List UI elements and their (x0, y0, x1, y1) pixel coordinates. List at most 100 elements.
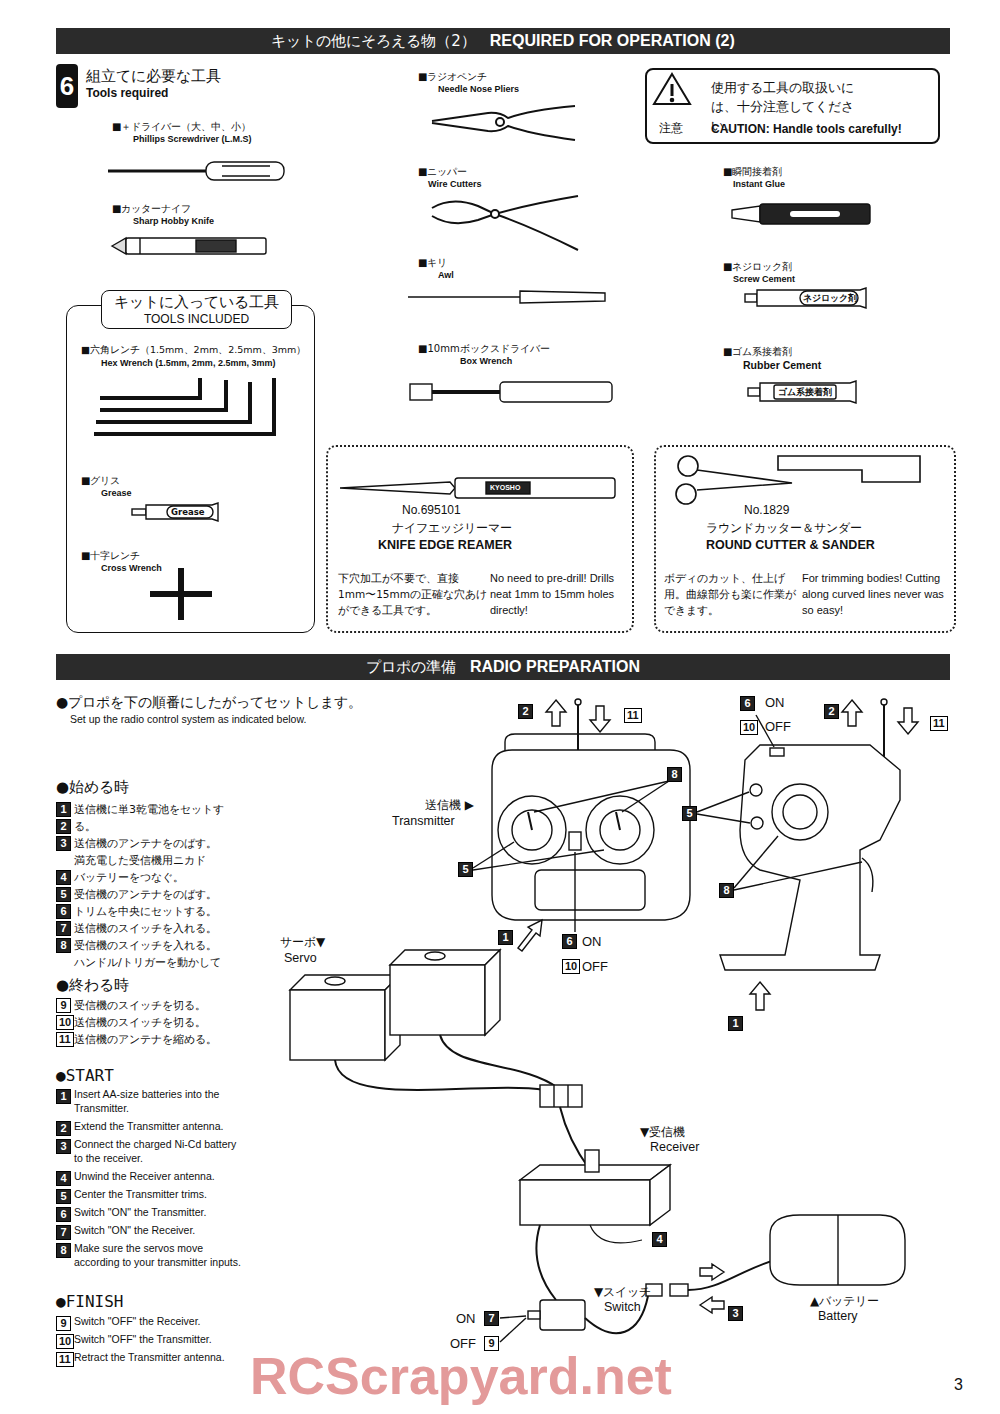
switch-battery-drawing (670, 1284, 688, 1296)
text-label: ▼スイッチ (594, 1284, 651, 1301)
tools-included-panel: ■六角レンチ（1.5mm、2mm、2.5mm、3mm）Hex Wrench (1… (66, 305, 315, 633)
text-label: ●始める時 (56, 778, 129, 797)
callout-number: 10 (740, 720, 758, 735)
cross-wrench-drawing (178, 568, 184, 620)
wire-cutters-drawing (432, 196, 578, 250)
hobby-knife-drawing (126, 238, 266, 254)
callout-number: 7 (56, 921, 71, 936)
transmitter-stick-drawing (546, 700, 566, 726)
screw-cement-tube-drawing (757, 288, 866, 308)
callout-number: 6 (562, 934, 577, 949)
caution-triangle (670, 98, 673, 101)
servo-drawing (440, 1035, 558, 1088)
text-label: OFF (450, 1336, 476, 1351)
callout-number: 8 (56, 938, 71, 953)
transmitter-wheel-drawing (783, 795, 817, 829)
callout-number: 2 (56, 819, 71, 834)
servo-drawing (553, 1085, 554, 1107)
transmitter-wheel-drawing (883, 704, 885, 758)
servo-drawing (290, 950, 590, 1170)
node-text: 下穴加工が不要で、直接1mm〜15mmの正確な穴あけができる工具です。 (338, 570, 488, 618)
receiver-drawing (520, 1180, 650, 1225)
section-band: プロポの準備RADIO PREPARATION (56, 654, 950, 680)
node-text: ROUND CUTTER & SANDER (706, 538, 875, 552)
callout-number: 4 (56, 1171, 71, 1186)
transmitter-stick-drawing (498, 796, 566, 864)
transmitter-wheel-drawing (898, 708, 918, 734)
caution-triangle (654, 74, 690, 104)
node-text: ラウンドカッター＆サンダー (706, 520, 862, 537)
screwdriver-drawing (206, 162, 284, 180)
callout-number: 5 (682, 806, 697, 821)
needle-nose-pliers-drawing (496, 118, 504, 126)
text-label: Sharp Hobby Knife (133, 216, 214, 226)
transmitter-stick-drawing (535, 870, 645, 910)
text-label: トリムを中央にセットする。 (74, 904, 217, 919)
callout-number: 8 (667, 767, 682, 782)
awl-drawing (408, 296, 520, 298)
text-label: ●終わる時 (56, 976, 129, 995)
callout-number: 11 (56, 1032, 74, 1047)
transmitter-wheel-drawing (697, 699, 918, 1010)
callout-number: 1 (56, 1089, 71, 1104)
hobby-knife-drawing (139, 238, 140, 254)
text-label: ■10mmボックスドライバー (418, 342, 550, 356)
switch-battery-drawing (500, 1316, 526, 1318)
transmitter-wheel-drawing (734, 862, 862, 890)
node-text: KNIFE EDGE REAMER (378, 538, 512, 552)
node-text: ■グリス (81, 474, 120, 488)
callout-number: 6 (56, 904, 71, 919)
callout-number: 3 (728, 1306, 743, 1321)
screw-cement-tube-drawing (745, 294, 757, 302)
callout-number: 4 (56, 870, 71, 885)
product-box: No.695101ナイフエッジリーマーKNIFE EDGE REAMER下穴加工… (326, 445, 634, 633)
node-text: ■十字レンチ (81, 549, 140, 563)
text-label: Unwind the Receiver antenna. (74, 1169, 242, 1183)
text-label: Instant Glue (733, 179, 785, 189)
text-label: ●START (56, 1066, 114, 1085)
reamer-drawing (340, 482, 455, 494)
instant-glue-drawing (732, 206, 760, 222)
caution-box: 注意使用する工具の取扱いには、十分注意してください。CAUTION: Handl… (645, 68, 940, 144)
text-label: Switch "ON" the Receiver. (74, 1223, 242, 1237)
callout-number: 10 (56, 1334, 74, 1349)
callout-number: 5 (56, 887, 71, 902)
servo-drawing (390, 965, 485, 1035)
screw-cement-tube-drawing (800, 291, 858, 305)
instant-glue-drawing (732, 204, 870, 224)
awl-drawing (520, 291, 605, 303)
text-label: Switch (604, 1300, 641, 1314)
hex-wrench-drawing (94, 378, 274, 434)
text-label: 組立てに必要な工具 (86, 67, 221, 86)
transmitter-stick-drawing (473, 850, 604, 870)
text-label: Center the Transmitter trims. (74, 1187, 242, 1201)
node-text: CAUTION: Handle tools carefully! (711, 122, 902, 136)
text-label: ■ゴム系接着剤 (723, 345, 792, 359)
servo-drawing (425, 952, 445, 960)
text-label: ■瞬間接着剤 (723, 165, 782, 179)
callout-number: 8 (719, 883, 734, 898)
text-label: OFF (582, 959, 608, 974)
transmitter-stick-drawing (534, 781, 669, 812)
text-label: サーボ▼ (280, 934, 325, 951)
transmitter-stick-drawing (622, 781, 669, 812)
rubber-cement-tube-drawing (748, 388, 760, 396)
box-wrench-drawing (432, 390, 500, 394)
text-label: ON (765, 695, 785, 710)
awl-drawing (408, 291, 605, 303)
text-label: Screw Cement (733, 274, 795, 284)
callout-number: 10 (56, 1015, 74, 1030)
text-label: ■＋ドライバー（大、中、小） (112, 120, 251, 134)
screwdriver-drawing (222, 175, 270, 176)
caution-triangle (671, 84, 674, 96)
rubber-cement-tube-drawing (760, 381, 856, 403)
text-label: Extend the Transmitter antenna. (74, 1119, 242, 1133)
transmitter-stick-drawing (528, 812, 532, 830)
servo-drawing (290, 975, 400, 990)
node-text: キットに入っている工具 (114, 293, 279, 312)
switch-battery-drawing (536, 1225, 556, 1300)
text-label: Receiver (650, 1140, 699, 1154)
transmitter-stick-drawing (512, 810, 552, 850)
box-wrench-drawing (500, 382, 612, 402)
callout-number: 5 (458, 862, 473, 877)
